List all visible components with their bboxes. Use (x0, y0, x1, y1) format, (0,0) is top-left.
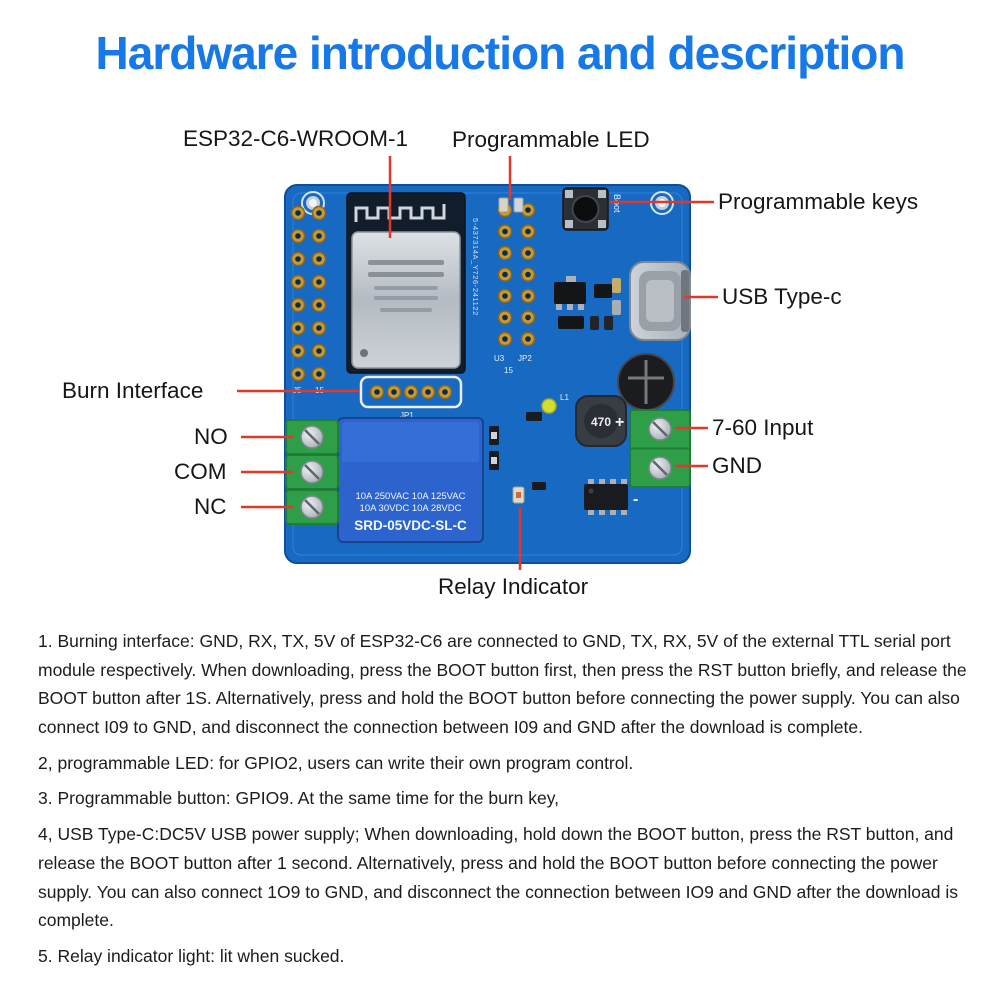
callout-keys: Programmable keys (718, 189, 919, 214)
description-item-4: 4, USB Type-C:DC5V USB power supply; Whe… (38, 824, 958, 931)
description-item-2: 2, programmable LED: for GPIO2, users ca… (38, 752, 634, 773)
pin15-right-silkscreen: 15 (504, 366, 513, 375)
u3-silkscreen: U3 (494, 354, 505, 363)
burn-interface-header (359, 375, 463, 409)
description-item-5: 5. Relay indicator light: lit when sucke… (38, 945, 345, 966)
jp1-silkscreen: JP1 (400, 411, 414, 420)
inductor-value-text: 470 (591, 415, 611, 429)
callout-esp32: ESP32-C6-WROOM-1 (183, 126, 409, 151)
esp32-module (346, 192, 466, 374)
jp2-silkscreen: JP2 (518, 354, 532, 363)
callout-led: Programmable LED (452, 127, 650, 152)
callout-gnd: GND (712, 453, 762, 478)
callout-burn: Burn Interface (62, 378, 204, 403)
minus-silkscreen: - (633, 491, 638, 508)
programmable-led (498, 197, 524, 213)
power-regulator-components (554, 276, 621, 330)
relay-model-text: SRD-05VDC-SL-C (354, 518, 467, 533)
description-section: 1. Burning interface: GND, RX, TX, 5V of… (0, 615, 1000, 971)
misc-smd-components (489, 412, 546, 490)
relay-indicator-led (512, 486, 525, 504)
callout-input: 7-60 Input (712, 415, 814, 440)
callout-no: NO (194, 424, 228, 449)
description-item-1: 1. Burning interface: GND, RX, TX, 5V of… (38, 631, 967, 738)
module-serial-text: 5-437314A_Y726-241122 (471, 218, 480, 316)
relay-ratings-line1: 10A 250VAC 10A 125VAC (355, 491, 465, 502)
boot-silkscreen: Boot (612, 194, 622, 213)
callout-relay: Relay Indicator (438, 574, 589, 599)
usb-type-c-connector (629, 261, 691, 341)
yellow-led-dot (541, 398, 557, 414)
power-inductor: 470 (575, 395, 627, 447)
soic-ic (584, 479, 628, 515)
board-figure: J5 15 U3 15 JP2 5-437314A_Y726-241122 (237, 156, 718, 570)
terminal-power-input (629, 409, 691, 488)
board-diagram: J5 15 U3 15 JP2 5-437314A_Y726-241122 (0, 110, 1000, 615)
callout-lines (237, 156, 718, 570)
callout-usb: USB Type-c (722, 284, 842, 309)
electrolytic-capacitor (617, 353, 675, 411)
callout-nc: NC (194, 494, 227, 519)
description-item-3: 3. Programmable button: GPIO9. At the sa… (38, 788, 560, 809)
antenna-meander (354, 204, 446, 222)
relay-ratings-line2: 10A 30VDC 10A 28VDC (360, 503, 462, 514)
plus-silkscreen: + (615, 414, 624, 431)
boot-button (562, 187, 609, 231)
page-title: Hardware introduction and description (95, 27, 906, 79)
relay: 10A 250VAC 10A 125VAC 10A 30VDC 10A 28VD… (337, 417, 484, 543)
callout-com: COM (174, 459, 227, 484)
l1-silkscreen: L1 (560, 393, 569, 402)
